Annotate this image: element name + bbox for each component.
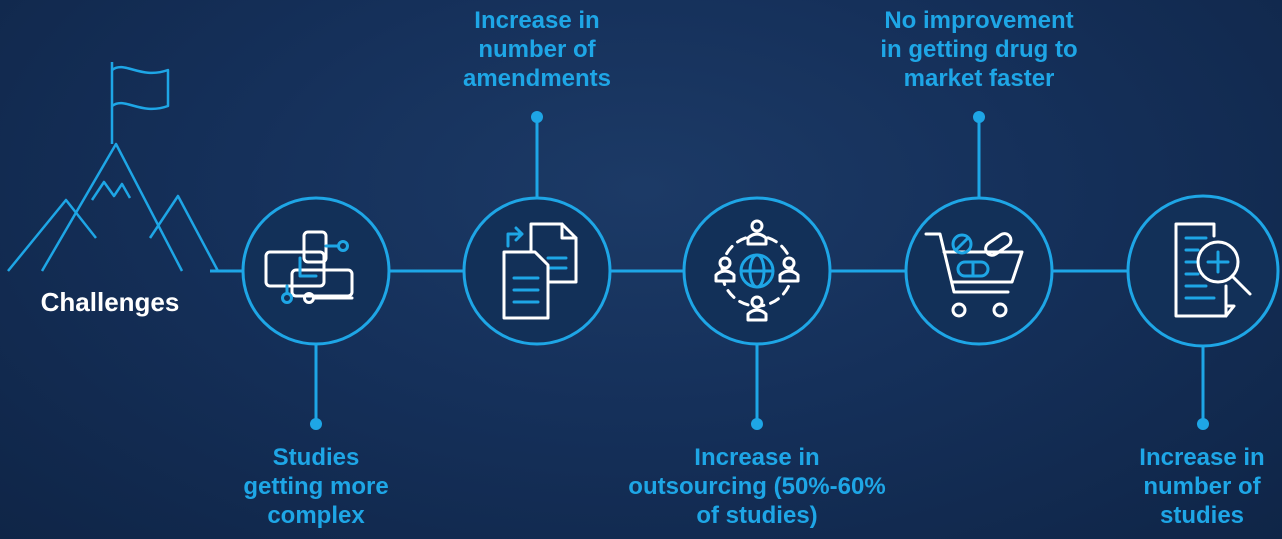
complex-workflow-icon [264,230,354,304]
connector-node-4 [973,111,985,198]
connector-node-2 [531,111,543,198]
global-network-people-icon [714,219,800,322]
node-label-4: No improvement in getting drug to market… [880,7,1078,92]
node-label-1: Studies getting more complex [243,444,389,529]
document-search-icon [1174,222,1252,318]
connector-node-5 [1197,344,1209,430]
connector-node-3 [751,344,763,430]
node-circle-4 [904,196,1054,346]
node-label-3: Increase in outsourcing (50%-60% of stud… [628,444,886,529]
drug-shopping-cart-icon [924,232,1024,318]
mountain-flag-icon [7,62,220,272]
node-label-2: Increase in number of amendments [462,7,612,92]
connector-node-1 [310,344,322,430]
challenges-title: Challenges [40,287,180,317]
node-label-5: Increase in number of studies [1139,444,1265,529]
documents-icon [502,222,578,320]
